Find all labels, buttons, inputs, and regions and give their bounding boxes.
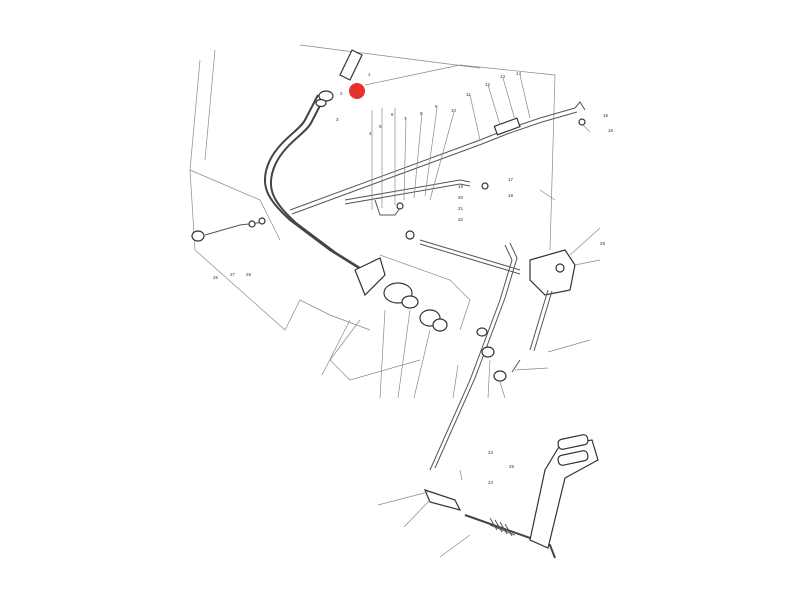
gear-lever [263, 94, 377, 279]
callout-labels: 1 2 3 4 5 6 7 8 9 10 11 12 13 14 15 16 1… [213, 71, 614, 485]
callout-11: 11 [466, 92, 471, 97]
left-linkage [191, 217, 266, 242]
callout-14: 14 [516, 71, 522, 76]
gear-knob [315, 49, 363, 108]
lower-linkage [419, 239, 576, 471]
highlight-marker [349, 83, 365, 99]
callout-6: 6 [391, 112, 394, 117]
middle-rod [344, 179, 489, 240]
callout-23: 23 [488, 450, 494, 455]
callout-21: 21 [458, 206, 464, 211]
callout-26: 26 [213, 275, 219, 280]
pedal-assembly [423, 434, 599, 559]
callout-24: 24 [488, 480, 494, 485]
callout-28: 28 [246, 272, 252, 277]
callout-8: 8 [420, 111, 423, 116]
callout-18: 18 [508, 193, 514, 198]
callout-10: 10 [451, 108, 457, 113]
callout-16: 16 [608, 128, 614, 133]
callout-2: 2 [340, 91, 343, 96]
callout-7: 7 [404, 116, 407, 121]
callout-13: 13 [500, 74, 506, 79]
callout-19: 19 [458, 184, 464, 189]
callout-4: 4 [369, 131, 372, 136]
upper-shift-rod [289, 101, 586, 215]
selector-mechanism [354, 257, 521, 382]
callout-15: 15 [603, 113, 609, 118]
callout-5: 5 [379, 124, 382, 129]
callout-17: 17 [508, 177, 514, 182]
callout-leaders [321, 74, 601, 558]
callout-29: 29 [600, 241, 606, 246]
callout-9: 9 [435, 104, 438, 109]
callout-27: 27 [230, 272, 236, 277]
callout-20: 20 [458, 195, 464, 200]
callout-12: 12 [485, 82, 491, 87]
callout-25: 25 [509, 464, 515, 469]
callout-1: 1 [368, 72, 371, 77]
callout-3: 3 [336, 117, 339, 122]
body-panel-outline [189, 44, 556, 381]
callout-22: 22 [458, 217, 464, 222]
